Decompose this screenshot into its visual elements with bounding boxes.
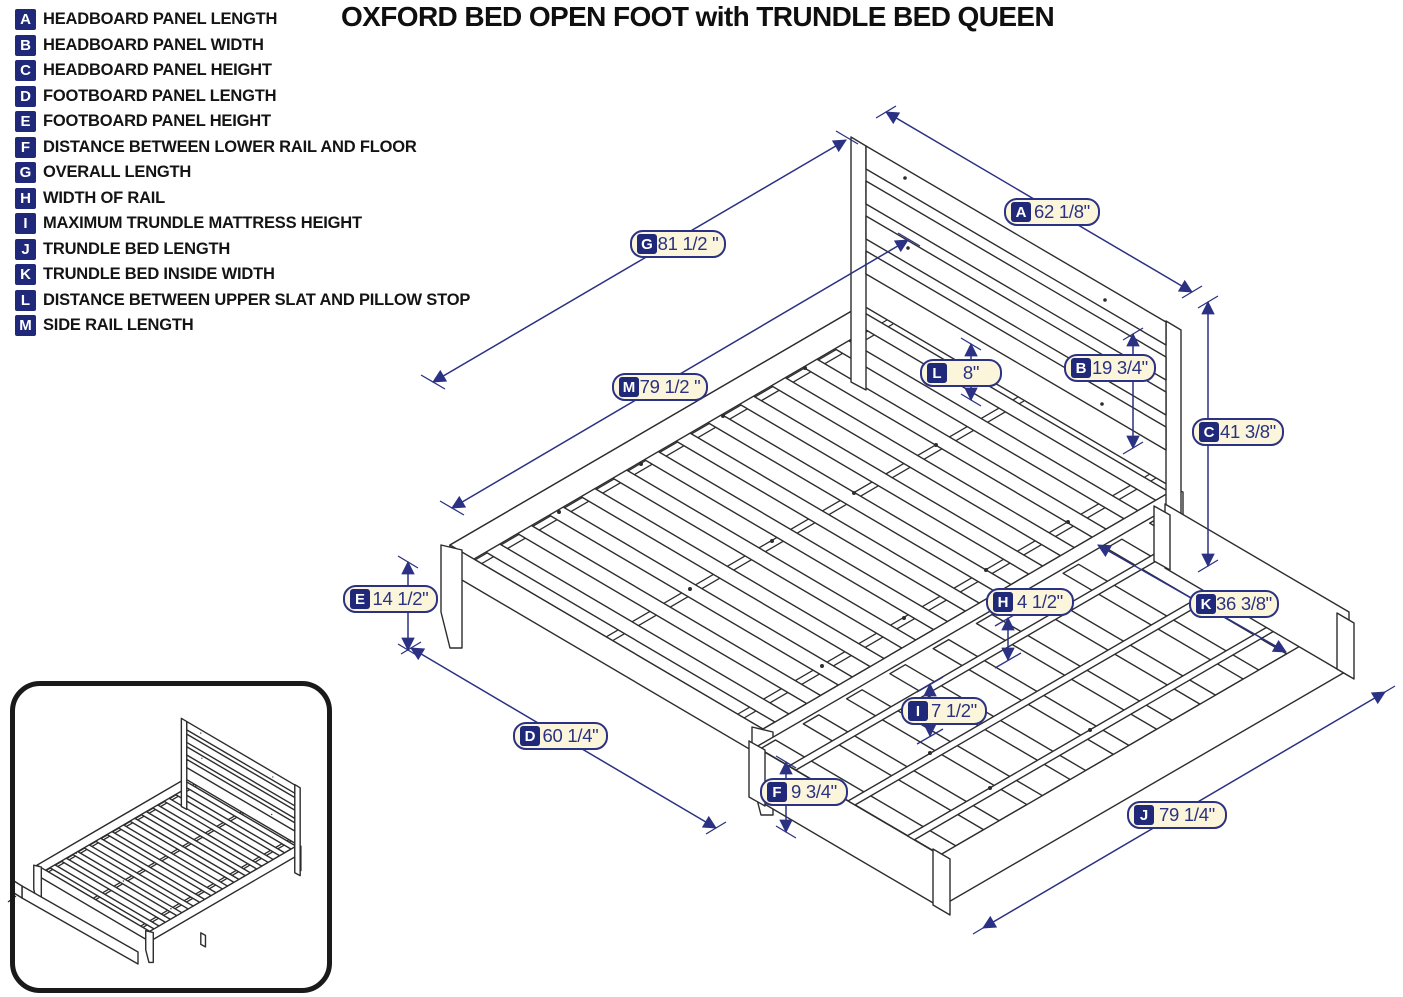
dim-value-g: 81 1/2 " [657,233,719,254]
legend-item-b: B HEADBOARD PANEL WIDTH [15,33,470,59]
dim-badge-j: J [1134,805,1154,825]
dim-label-b: B 19 3/4" [1064,354,1156,382]
legend-label-g: OVERALL LENGTH [43,163,192,182]
dim-value-b: 19 3/4" [1092,357,1148,378]
legend-badge-b: B [15,34,36,56]
dim-badge-b: B [1071,358,1091,378]
legend-badge-l: L [15,289,36,311]
dim-label-i: I 7 1/2" [901,697,987,725]
dim-badge-c: C [1199,422,1219,442]
dim-value-i: 7 1/2" [931,700,977,721]
legend-label-l: DISTANCE BETWEEN UPPER SLAT AND PILLOW S… [43,290,471,309]
legend-item-h: H WIDTH OF RAIL [15,186,470,212]
dim-value-l: 8" [962,362,980,383]
dim-label-a: A 62 1/8" [1004,198,1100,226]
legend-label-a: HEADBOARD PANEL LENGTH [43,10,278,29]
legend-label-h: WIDTH OF RAIL [43,188,166,207]
dim-label-e: E 14 1/2" [343,585,438,613]
dim-value-h: 4 1/2" [1017,591,1063,612]
legend-label-m: SIDE RAIL LENGTH [43,316,194,335]
dim-value-f: 9 3/4" [791,781,837,802]
legend-badge-m: M [15,315,36,337]
legend-badge-c: C [15,60,36,82]
legend-badge-e: E [15,111,36,133]
legend-item-a: A HEADBOARD PANEL LENGTH [15,7,470,33]
dim-label-g: G 81 1/2 " [630,230,726,258]
dim-value-c: 41 3/8" [1220,421,1276,442]
legend-label-f: DISTANCE BETWEEN LOWER RAIL AND FLOOR [43,137,417,156]
inset-bed-drawing [8,718,301,964]
legend-item-e: E FOOTBOARD PANEL HEIGHT [15,109,470,135]
legend-label-d: FOOTBOARD PANEL LENGTH [43,86,277,105]
legend: A HEADBOARD PANEL LENGTH B HEADBOARD PAN… [15,7,470,339]
dim-badge-d: D [520,726,540,746]
dim-label-k: K 36 3/8" [1189,590,1279,618]
legend-item-g: G OVERALL LENGTH [15,160,470,186]
legend-badge-f: F [15,136,36,158]
legend-label-c: HEADBOARD PANEL HEIGHT [43,61,272,80]
dim-label-j: J 79 1/4" [1127,801,1227,829]
dim-value-d: 60 1/4" [542,725,599,746]
page-title: OXFORD BED OPEN FOOT with TRUNDLE BED QU… [341,1,1055,32]
legend-item-m: M SIDE RAIL LENGTH [15,313,470,339]
dim-value-e: 14 1/2" [372,588,429,609]
dim-label-l: L 8" [920,359,1002,387]
dim-label-d: D 60 1/4" [513,722,608,750]
dim-badge-l: L [927,363,947,383]
legend-badge-k: K [15,264,36,286]
dim-label-f: F 9 3/4" [760,778,848,806]
legend-item-d: D FOOTBOARD PANEL LENGTH [15,84,470,110]
legend-item-f: F DISTANCE BETWEEN LOWER RAIL AND FLOOR [15,135,470,161]
dim-label-c: C 41 3/8" [1192,418,1284,446]
dim-badge-h: H [993,592,1013,612]
legend-badge-d: D [15,85,36,107]
dim-label-h: H 4 1/2" [986,588,1074,616]
legend-badge-g: G [15,162,36,184]
foot-left-leg [441,545,462,648]
legend-label-b: HEADBOARD PANEL WIDTH [43,35,264,54]
legend-label-e: FOOTBOARD PANEL HEIGHT [43,112,271,131]
dim-badge-e: E [350,589,370,609]
legend-item-i: I MAXIMUM TRUNDLE MATTRESS HEIGHT [15,211,470,237]
legend-label-k: TRUNDLE BED INSIDE WIDTH [43,265,275,284]
legend-badge-h: H [15,187,36,209]
dim-value-j: 79 1/4" [1159,804,1215,825]
legend-label-i: MAXIMUM TRUNDLE MATTRESS HEIGHT [43,214,362,233]
dim-value-k: 36 3/8" [1216,593,1272,614]
dim-value-m: 79 1/2 " [639,376,701,397]
legend-badge-a: A [15,9,36,31]
legend-badge-i: I [15,213,36,235]
dim-badge-i: I [908,701,928,721]
dim-label-m: M 79 1/2 " [612,373,708,401]
legend-label-j: TRUNDLE BED LENGTH [43,239,231,258]
dim-badge-a: A [1011,202,1031,222]
dim-badge-g: G [637,234,657,254]
legend-item-l: L DISTANCE BETWEEN UPPER SLAT AND PILLOW… [15,288,470,314]
legend-item-k: K TRUNDLE BED INSIDE WIDTH [15,262,470,288]
legend-item-j: J TRUNDLE BED LENGTH [15,237,470,263]
dim-badge-m: M [619,377,639,397]
legend-item-c: C HEADBOARD PANEL HEIGHT [15,58,470,84]
legend-badge-j: J [15,238,36,260]
dim-badge-f: F [767,782,787,802]
dim-value-a: 62 1/8" [1034,201,1090,222]
dim-badge-k: K [1196,594,1216,614]
